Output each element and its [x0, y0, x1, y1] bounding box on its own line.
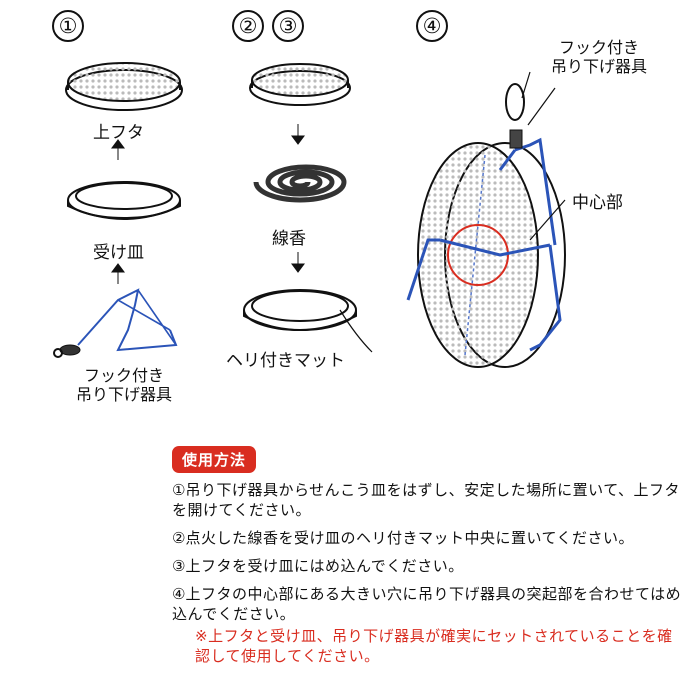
- step-number-1: ①: [52, 10, 84, 42]
- usage-warning-note: ※上フタと受け皿、吊り下げ器具が確実にセットされていることを確認して使用してくだ…: [195, 627, 673, 665]
- usage-step-1: ①吊り下げ器具からせんこう皿をはずし、安定した場所に置いて、上フタを開けてくださ…: [172, 480, 687, 520]
- usage-step-2-num: ②: [172, 529, 186, 547]
- usage-title-badge: 使用方法: [172, 446, 257, 473]
- usage-step-4: ④上フタの中心部にある大きい穴に吊り下げ器具の突起部を合わせてはめ込んでください…: [172, 584, 687, 624]
- label-hanger: フック付き 吊り下げ器具: [58, 366, 190, 404]
- panel-1-hanger: [53, 288, 178, 358]
- arrow-up-1: [111, 139, 125, 160]
- usage-step-1-num: ①: [172, 481, 186, 499]
- usage-step-1-text: 吊り下げ器具からせんこう皿をはずし、安定した場所に置いて、上フタを開けてください…: [172, 481, 680, 519]
- usage-step-2: ②点火した線香を受け皿のヘリ付きマット中央に置いてください。: [172, 528, 687, 548]
- label-coil: 線香: [272, 229, 306, 249]
- usage-step-3: ③上フタを受け皿にはめ込んでください。: [172, 556, 687, 576]
- panel-2-lid: [249, 63, 351, 106]
- step-number-2: ②: [232, 10, 264, 42]
- label-hanger-2-line1: フック付き: [558, 38, 639, 57]
- label-hanger-2-line2: 吊り下げ器具: [550, 57, 647, 76]
- usage-step-3-num: ③: [172, 557, 186, 575]
- usage-step-4-num: ④: [172, 585, 186, 603]
- step-number-4: ④: [416, 10, 448, 42]
- label-top-lid: 上フタ: [93, 123, 144, 143]
- usage-step-4-text: 上フタの中心部にある大きい穴に吊り下げ器具の突起部を合わせてはめ込んでください。: [172, 585, 682, 623]
- usage-step-2-text: 点火した線香を受け皿のヘリ付きマット中央に置いてください。: [185, 529, 635, 547]
- label-mat: ヘリ付きマット: [226, 351, 345, 371]
- usage-step-3-text: 上フタを受け皿にはめ込んでください。: [185, 557, 464, 575]
- assembled-holder: [406, 71, 566, 368]
- label-tray: 受け皿: [93, 243, 144, 263]
- panel-1-tray: [67, 181, 181, 220]
- arrow-up-2: [111, 263, 125, 284]
- label-hanger-2: フック付き 吊り下げ器具: [540, 38, 658, 76]
- label-hanger-line1: フック付き: [83, 366, 164, 385]
- usage-steps: ①吊り下げ器具からせんこう皿をはずし、安定した場所に置いて、上フタを開けてくださ…: [172, 480, 687, 666]
- label-hanger-line2: 吊り下げ器具: [75, 385, 172, 404]
- mosquito-coil: [253, 164, 347, 203]
- step-number-3: ③: [272, 10, 304, 42]
- arrow-down-1: [291, 124, 305, 145]
- diagram-drawing: [53, 62, 566, 368]
- label-center: 中心部: [572, 193, 623, 213]
- edged-mat: [243, 289, 373, 353]
- panel-1-lid: [65, 62, 183, 111]
- arrow-down-2: [291, 252, 305, 273]
